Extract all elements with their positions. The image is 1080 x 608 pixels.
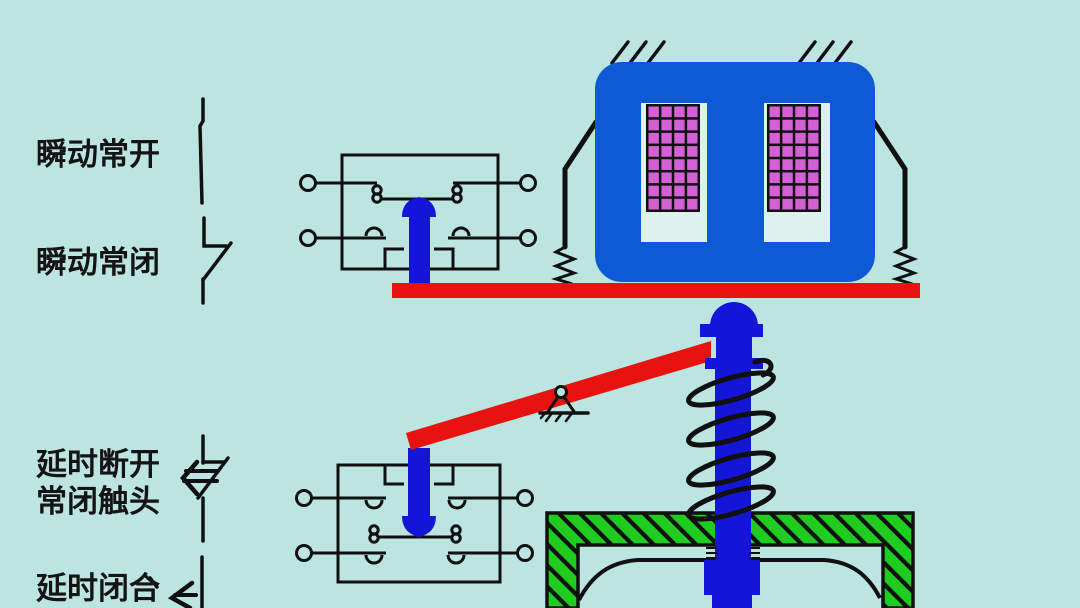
no-contact-symbol bbox=[198, 97, 205, 205]
instant-contact-block bbox=[299, 153, 537, 271]
armature-bar bbox=[392, 283, 920, 298]
label-delay-open-1: 延时断开 bbox=[36, 447, 160, 483]
upper-actuator-arrow bbox=[402, 197, 436, 284]
left-coil bbox=[646, 104, 700, 212]
coil-spring bbox=[686, 358, 776, 522]
right-support-spring bbox=[871, 119, 919, 287]
electromagnet-core bbox=[595, 62, 875, 282]
delay-open-nc-symbol bbox=[180, 434, 230, 543]
plunger-threads bbox=[706, 547, 760, 559]
delay-contact-block bbox=[295, 463, 534, 584]
base-block bbox=[545, 511, 915, 608]
pivot-support bbox=[538, 385, 590, 423]
label-instant-no: 瞬动常开 bbox=[36, 137, 160, 173]
delay-close-symbol bbox=[148, 555, 204, 608]
lower-actuator-arrow bbox=[402, 448, 436, 537]
right-coil bbox=[767, 104, 821, 212]
fixed-support-hatching bbox=[610, 40, 853, 65]
label-delay-close: 延时闭合 bbox=[36, 571, 160, 607]
nc-contact-symbol bbox=[201, 216, 233, 305]
left-support-spring bbox=[551, 119, 599, 287]
label-instant-nc: 瞬动常闭 bbox=[36, 245, 160, 281]
label-delay-open-2: 常闭触头 bbox=[36, 484, 160, 520]
